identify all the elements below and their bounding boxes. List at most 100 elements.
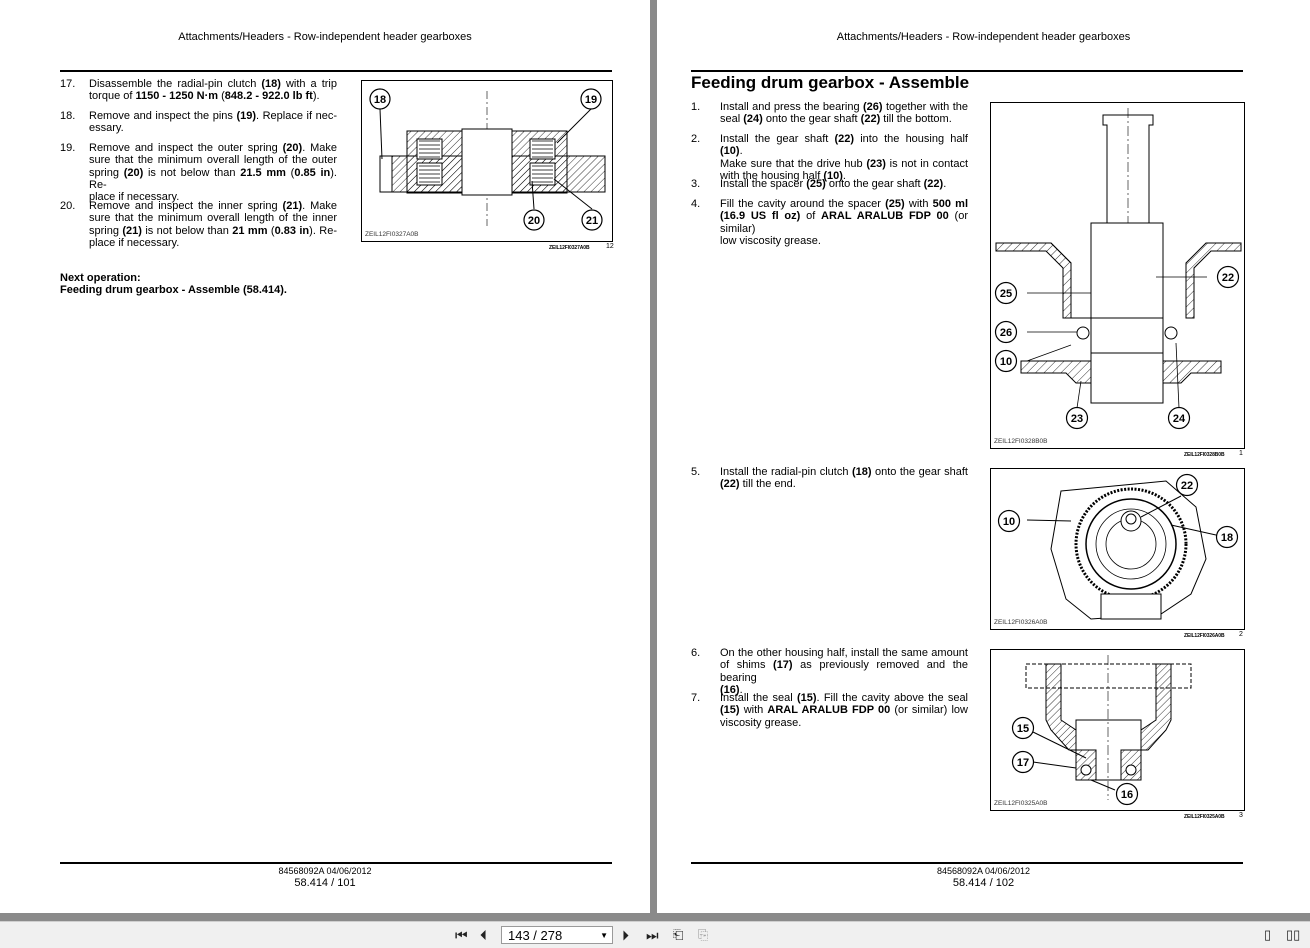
step-line: Remove and inspect the inner spring (21)… (89, 200, 338, 212)
step-text: On the other housing half, install the s… (720, 647, 968, 696)
step-line: sure that the minimum overall length of … (89, 154, 337, 167)
svg-text:22: 22 (1222, 272, 1234, 284)
callout-26: 26 (994, 320, 1018, 349)
left-page: Attachments/Headers - Row-independent he… (0, 0, 650, 913)
step-text: Remove and inspect the inner spring (21)… (89, 200, 337, 249)
figure-code: ZEIL12FI0326A0B (994, 619, 1048, 626)
two-page-view-icon[interactable]: ▯▯ (1286, 927, 1301, 942)
step-line: with the housing half (10). (720, 169, 846, 182)
step-text: Install the gear shaft (22) into the hou… (720, 133, 968, 182)
svg-text:18: 18 (374, 94, 386, 106)
figure-code: ZEIL12FI0325A0B (994, 800, 1048, 807)
right-page: Attachments/Headers - Row-independent he… (657, 0, 1310, 913)
housing-seal-drawing (1025, 655, 1192, 800)
svg-text:22: 22 (1181, 480, 1193, 492)
figure-number: 2 (1239, 631, 1243, 638)
svg-text:16: 16 (1121, 789, 1133, 801)
figure-clutch-section: 18 19 20 21 ZEIL12FI0327A0B (361, 80, 613, 242)
page-header: Attachments/Headers - Row-independent he… (178, 31, 472, 43)
step-line: place if necessary. (89, 236, 180, 249)
previous-page-icon[interactable]: ⏴ (480, 927, 487, 943)
figure-clutch-top-view: 10 22 18 ZEIL12FI0326A0B (990, 468, 1245, 630)
step-line: torque of 1150 - 1250 N·m (848.2 - 922.0… (89, 90, 320, 103)
step-number: 1. (691, 101, 701, 113)
footer-code: 84568092A 04/06/2012 (278, 866, 372, 876)
footer-code: 84568092A 04/06/2012 (936, 866, 1031, 876)
step-line: spring (20) is not below than 21.5 mm (0… (89, 166, 337, 191)
next-view-icon[interactable]: ⎘ (698, 927, 709, 942)
step-line: Install the gear shaft (22) into the hou… (720, 133, 968, 158)
leader-lines (379, 108, 593, 210)
step-number: 19. (60, 142, 76, 154)
figure-ref: ZEIL12FI0326A0B (1184, 633, 1225, 639)
step-number: 3. (691, 178, 701, 190)
step-line: (16.9 US fl oz) of ARAL ARALUB FDP 00 (o… (720, 210, 969, 235)
step-line: sure that the minimum overall length of … (89, 212, 337, 225)
step-line: Install the seal (15). Fill the cavity a… (720, 692, 969, 704)
page-number-input[interactable]: 143 / 278 ▼ (501, 926, 613, 944)
svg-text:21: 21 (586, 215, 598, 227)
step-line: spring (21) is not below than 21 mm (0.8… (89, 224, 337, 237)
callout-10: 10 (994, 349, 1018, 378)
step-line: Install the spacer (25) onto the gear sh… (720, 178, 947, 190)
svg-text:26: 26 (1000, 327, 1012, 339)
step-number: 5. (691, 466, 701, 478)
step-number: 6. (691, 647, 701, 659)
step-line: essary. (89, 122, 124, 135)
callout-23: 23 (1065, 406, 1089, 435)
svg-text:19: 19 (585, 94, 597, 106)
step-text: Install the seal (15). Fill the cavity a… (720, 692, 968, 729)
footer-rule (60, 862, 612, 864)
figure-number: 1 (1239, 450, 1243, 457)
callout-20: 20 (523, 209, 545, 236)
previous-view-icon[interactable]: ⎗ (673, 927, 684, 942)
step-line: On the other housing half, install the s… (720, 647, 968, 659)
svg-text:24: 24 (1173, 413, 1186, 425)
first-page-icon[interactable]: ⏮ (455, 927, 468, 943)
svg-text:20: 20 (528, 215, 540, 227)
step-line: Install and press the bearing (26) toget… (720, 101, 968, 113)
callout-21: 21 (581, 209, 603, 236)
clutch-top-view-drawing (1026, 480, 1217, 620)
footer-page-number: 58.414 / 101 (294, 877, 356, 889)
single-page-view-icon[interactable]: ▯ (1264, 927, 1272, 942)
page-number-value: 143 / 278 (508, 928, 563, 943)
step-line: Fill the cavity around the spacer (25) w… (720, 198, 968, 210)
step-text: Install the spacer (25) onto the gear sh… (720, 178, 968, 190)
callout-16: 16 (1115, 782, 1139, 811)
callout-22: 22 (1175, 473, 1199, 502)
step-text: Remove and inspect the pins (19). Replac… (89, 110, 337, 135)
svg-text:17: 17 (1017, 757, 1029, 769)
figure-number: 3 (1239, 812, 1243, 819)
callout-15: 15 (1011, 716, 1035, 745)
next-operation-link[interactable]: Feeding drum gearbox - Assemble (58.414)… (60, 284, 287, 296)
figure-number: 12 (606, 243, 614, 250)
callout-22: 22 (1216, 265, 1240, 294)
step-line: of shims (17) as previously removed and … (720, 659, 968, 684)
callout-17: 17 (1011, 750, 1035, 779)
step-number: 17. (60, 78, 76, 90)
step-text: Install and press the bearing (26) toget… (720, 101, 968, 126)
svg-text:23: 23 (1071, 413, 1083, 425)
viewer-toolbar: ⏮ ⏴ 143 / 278 ▼ ⏵ ⏭ ⎗ ⎘ ▯ ▯▯ (0, 921, 1310, 948)
step-line: place if necessary. (89, 191, 180, 204)
svg-text:10: 10 (1003, 516, 1015, 528)
figure-ref: ZEIL12FI0327A0B (549, 245, 590, 251)
figure-housing-seal: 15 17 16 ZEIL12FI0325A0B (990, 649, 1245, 811)
footer-page-number: 58.414 / 102 (952, 877, 1015, 889)
next-operation-text: Feeding drum gearbox - Assemble (58.414)… (60, 284, 287, 297)
step-number: 18. (60, 110, 76, 122)
next-operation: Next operation: Feeding drum gearbox - A… (60, 272, 287, 297)
figure-ref: ZEIL12FI0325A0B (1184, 814, 1225, 820)
step-text: Fill the cavity around the spacer (25) w… (720, 198, 968, 247)
step-line: (15) with ARAL ARALUB FDP 00 (or similar… (720, 704, 968, 717)
chevron-down-icon[interactable]: ▼ (600, 931, 608, 940)
step-number: 4. (691, 198, 701, 210)
last-page-icon[interactable]: ⏭ (646, 927, 659, 943)
callout-24: 24 (1167, 406, 1191, 435)
next-page-icon[interactable]: ⏵ (622, 927, 629, 943)
step-line: seal (24) onto the gear shaft (22) till … (720, 113, 952, 126)
header-rule (60, 70, 612, 72)
section-title: Feeding drum gearbox - Assemble (691, 73, 970, 92)
svg-text:15: 15 (1017, 723, 1029, 735)
